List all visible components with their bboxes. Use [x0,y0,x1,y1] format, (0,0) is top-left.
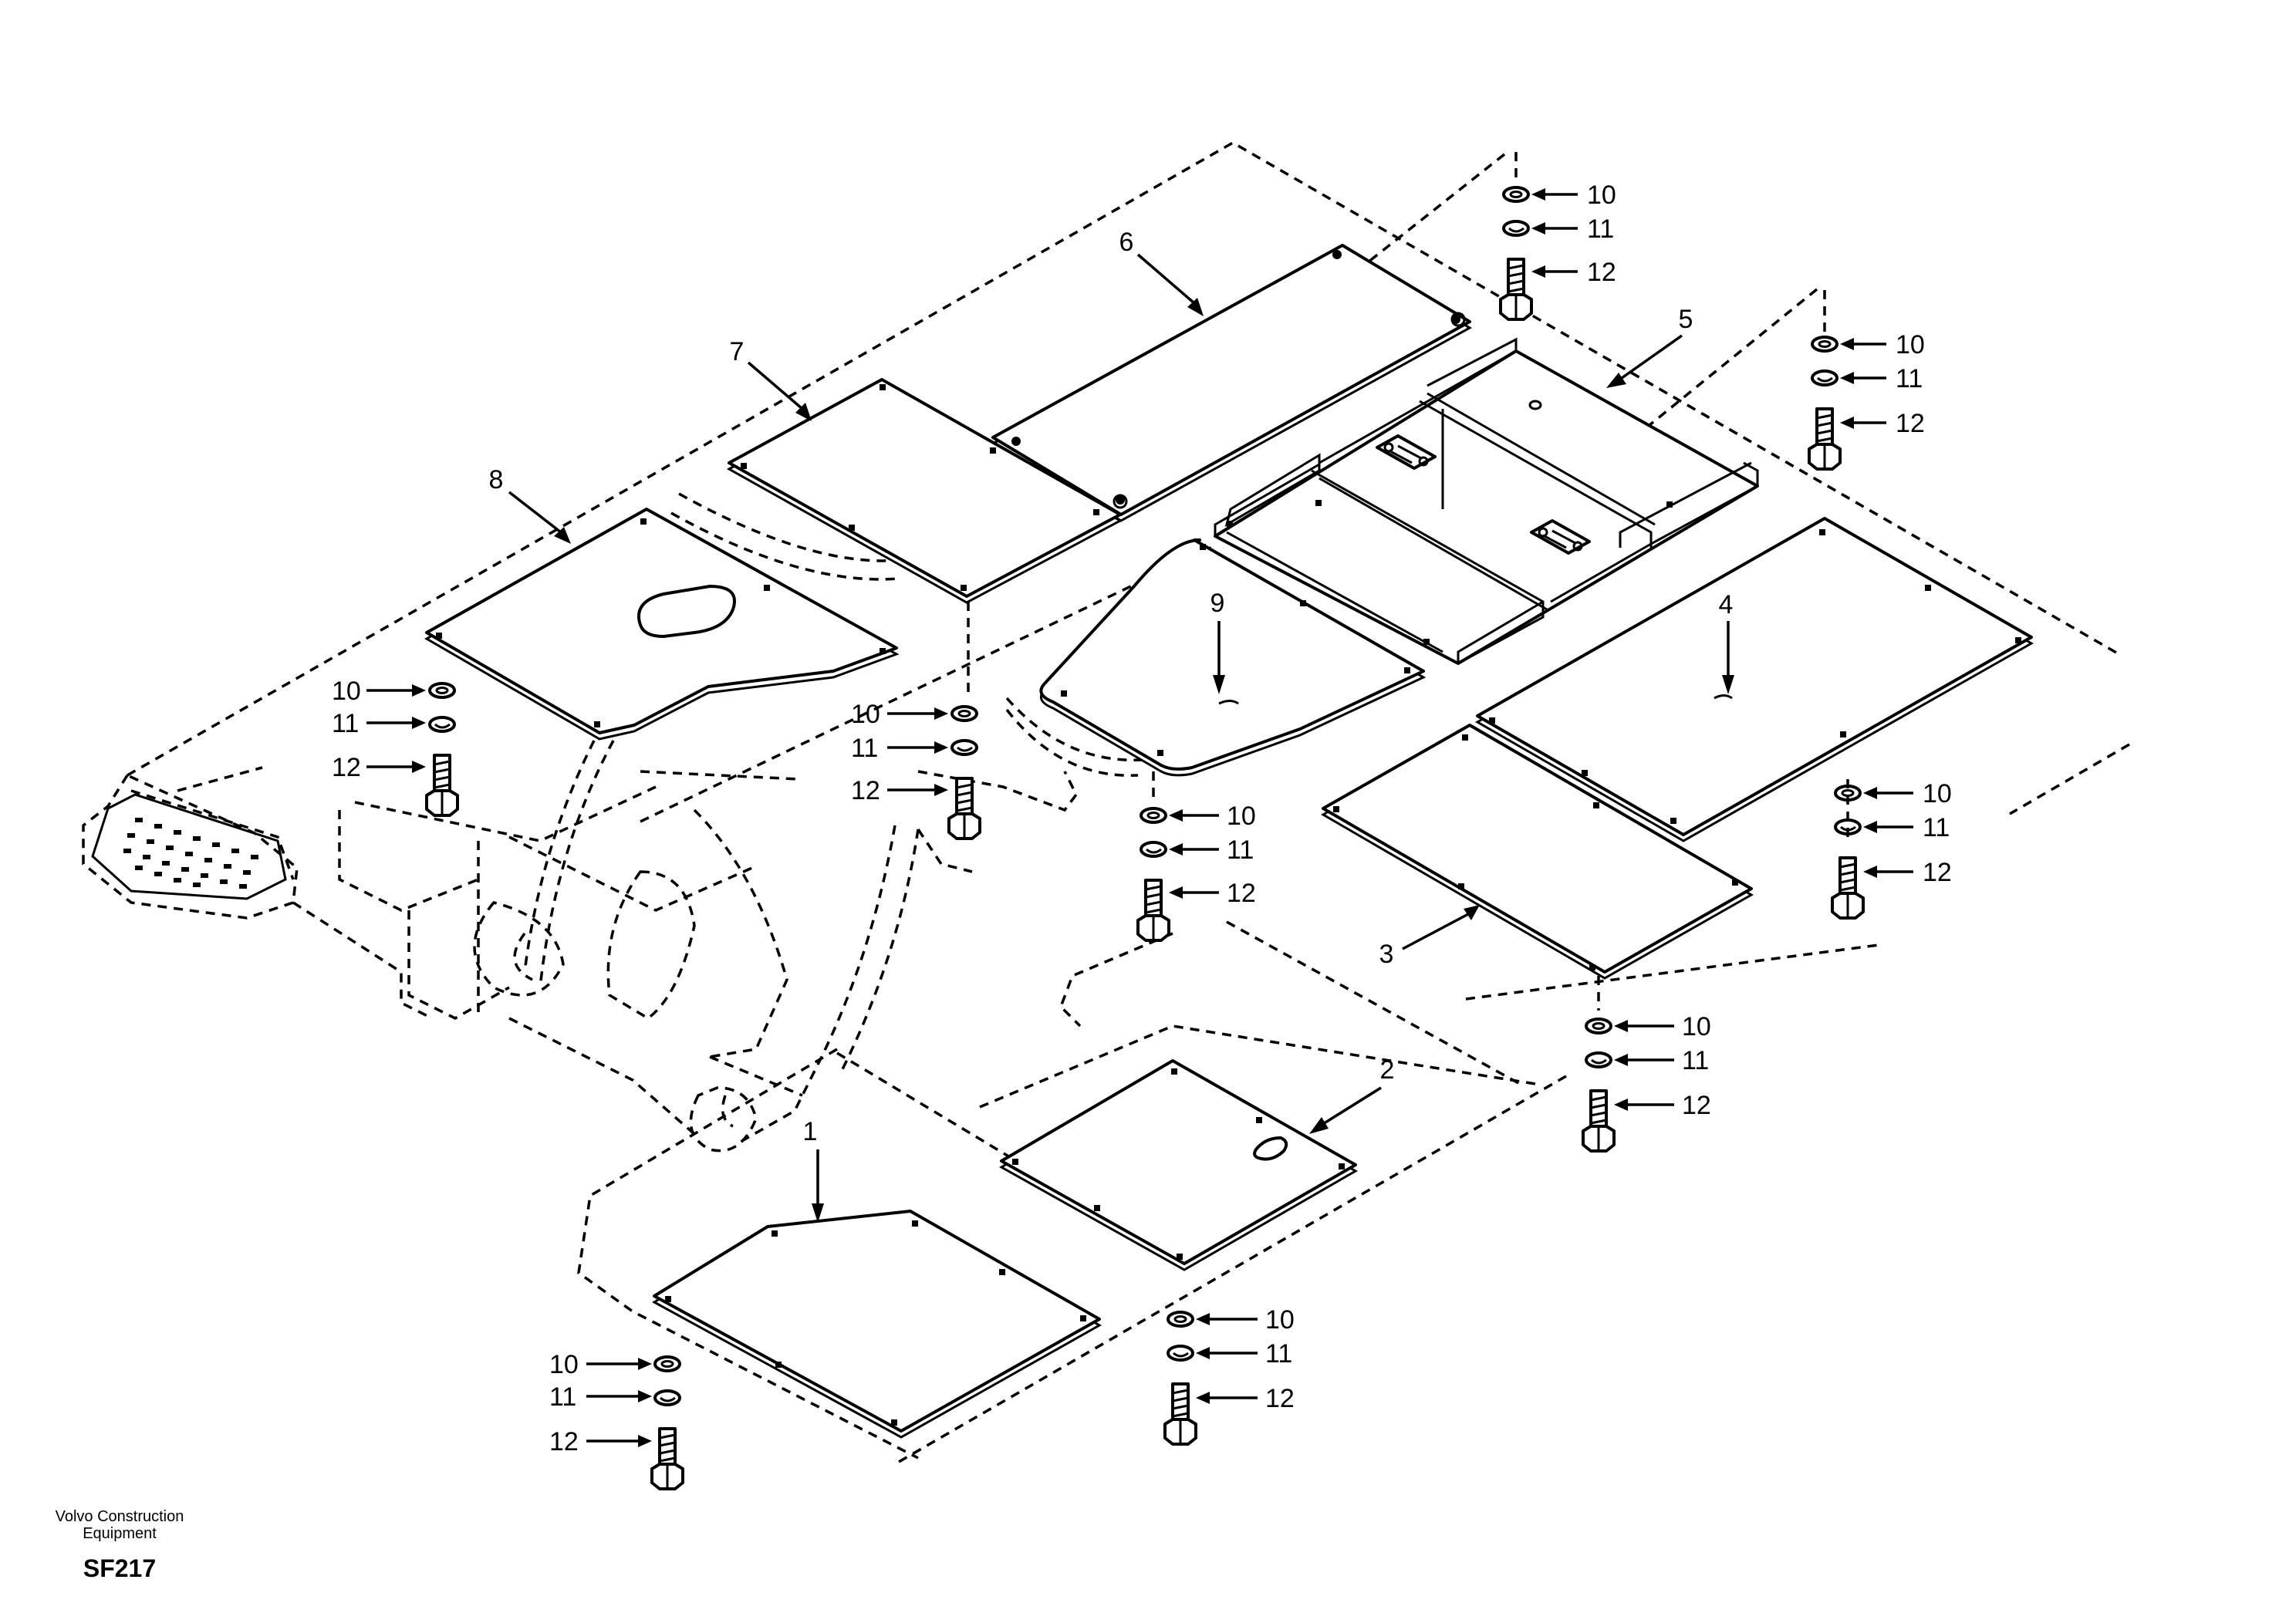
callout-label-9: 9 [1210,589,1225,618]
fastener-stack-plate5 [1808,336,1842,471]
callout-10: 10 [1265,1305,1295,1335]
plate-8 [424,508,900,741]
callout-11: 11 [851,734,878,763]
callout-label-4: 4 [1719,590,1734,619]
plate-9 [1039,538,1427,777]
callout-10: 10 [851,700,880,729]
fastener-stack-plate4 [1831,785,1865,920]
drawing-code: SF217 [83,1554,157,1582]
callout-12: 12 [332,753,361,782]
callout-10: 10 [332,677,361,706]
callout-11: 11 [1682,1046,1709,1075]
callout-12: 12 [1896,409,1925,438]
callout-11: 11 [1896,364,1923,393]
callout-11: 11 [549,1382,576,1412]
fastener-guide-lines [967,150,1849,1011]
plate-4 [1474,517,2034,842]
callout-12: 12 [1923,858,1952,887]
plate-1 [652,1210,1102,1439]
company-name: Volvo Construction [55,1508,184,1525]
fastener-stack-plate6 [1499,186,1533,321]
callout-label-7: 7 [730,337,745,366]
callout-11: 11 [1227,835,1254,865]
callout-11: 11 [1587,214,1614,244]
fastener-callouts: 10 11 12 10 11 12 10 11 12 10 11 12 10 1… [332,181,1952,1456]
fastener-stack-plate8 [425,682,459,817]
callout-12: 12 [1587,258,1616,287]
callout-label-6: 6 [1119,228,1134,257]
plate-7 [726,378,1123,604]
callout-label-5: 5 [1679,305,1693,334]
callout-11: 11 [332,709,359,738]
callout-label-8: 8 [489,465,504,494]
callout-10: 10 [1682,1012,1711,1041]
fastener-stack-plate7 [947,705,981,840]
callout-12: 12 [851,776,880,805]
callout-label-2: 2 [1380,1055,1395,1085]
plate-6 [990,244,1473,522]
callout-12: 12 [1265,1384,1295,1413]
callout-12: 12 [1227,879,1256,908]
callout-11: 11 [1265,1339,1292,1369]
callout-12: 12 [549,1427,579,1456]
callout-10: 10 [1896,330,1925,359]
drawing-footer: Volvo Construction Equipment SF217 [31,1508,208,1583]
plate-2 [998,1059,1359,1271]
fastener-stack-plate2 [1163,1311,1197,1446]
callout-10: 10 [1587,181,1616,210]
callout-11: 11 [1923,813,1950,842]
machine-outline [82,140,2130,1463]
fastener-stack-plate3 [1582,1018,1616,1153]
fastener-stack-plate9 [1136,807,1170,942]
plate-5-hinged-assembly [1214,337,1759,665]
callout-12: 12 [1682,1091,1711,1120]
plate-3 [1320,724,1754,980]
callout-label-1: 1 [803,1117,818,1146]
callout-10: 10 [1227,802,1256,831]
callout-label-3: 3 [1379,940,1394,969]
fastener-stack-plate1 [650,1355,684,1490]
company-name-line2: Equipment [83,1525,157,1542]
callout-10: 10 [549,1350,579,1379]
callout-10: 10 [1923,779,1952,808]
part-callouts: 1 2 3 4 5 6 7 8 9 [489,228,1734,1223]
